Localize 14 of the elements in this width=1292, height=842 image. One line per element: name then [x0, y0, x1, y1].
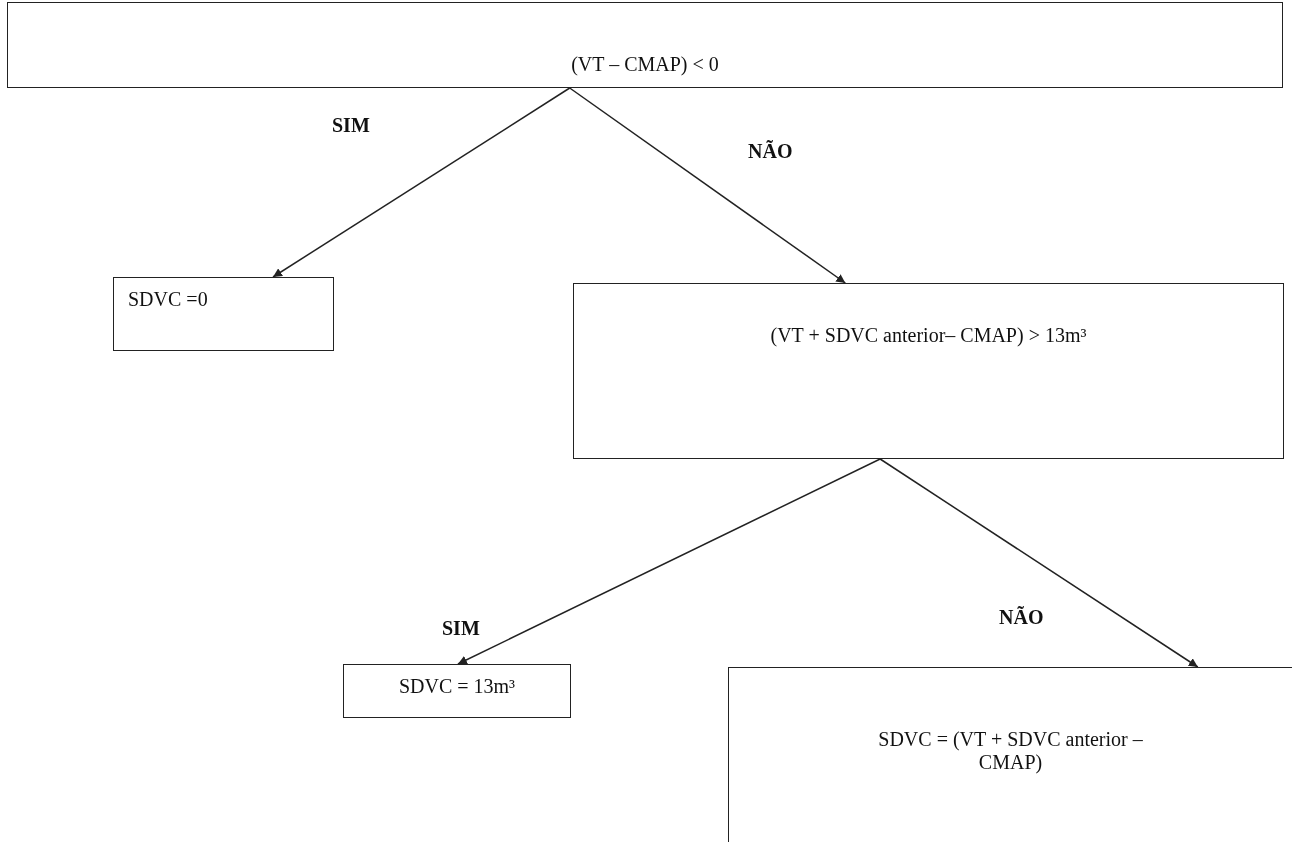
node-text: SDVC = 13m³ [398, 675, 516, 698]
node-text: (VT + SDVC anterior– CMAP) > 13m³ [770, 324, 1087, 347]
result-box [113, 277, 334, 351]
arrow [568, 87, 847, 284]
decision-box [7, 2, 1283, 88]
arrow [879, 458, 1199, 668]
node-text: SDVC = (VT + SDVC anterior – CMAP) [877, 728, 1144, 774]
result-box [728, 667, 1292, 842]
arrow [272, 87, 571, 278]
node-text: (VT – CMAP) < 0 [571, 53, 719, 76]
node-text: SDVC =0 [128, 288, 208, 311]
arrow [457, 458, 881, 665]
result-box [343, 664, 571, 718]
decision-box [573, 283, 1284, 459]
